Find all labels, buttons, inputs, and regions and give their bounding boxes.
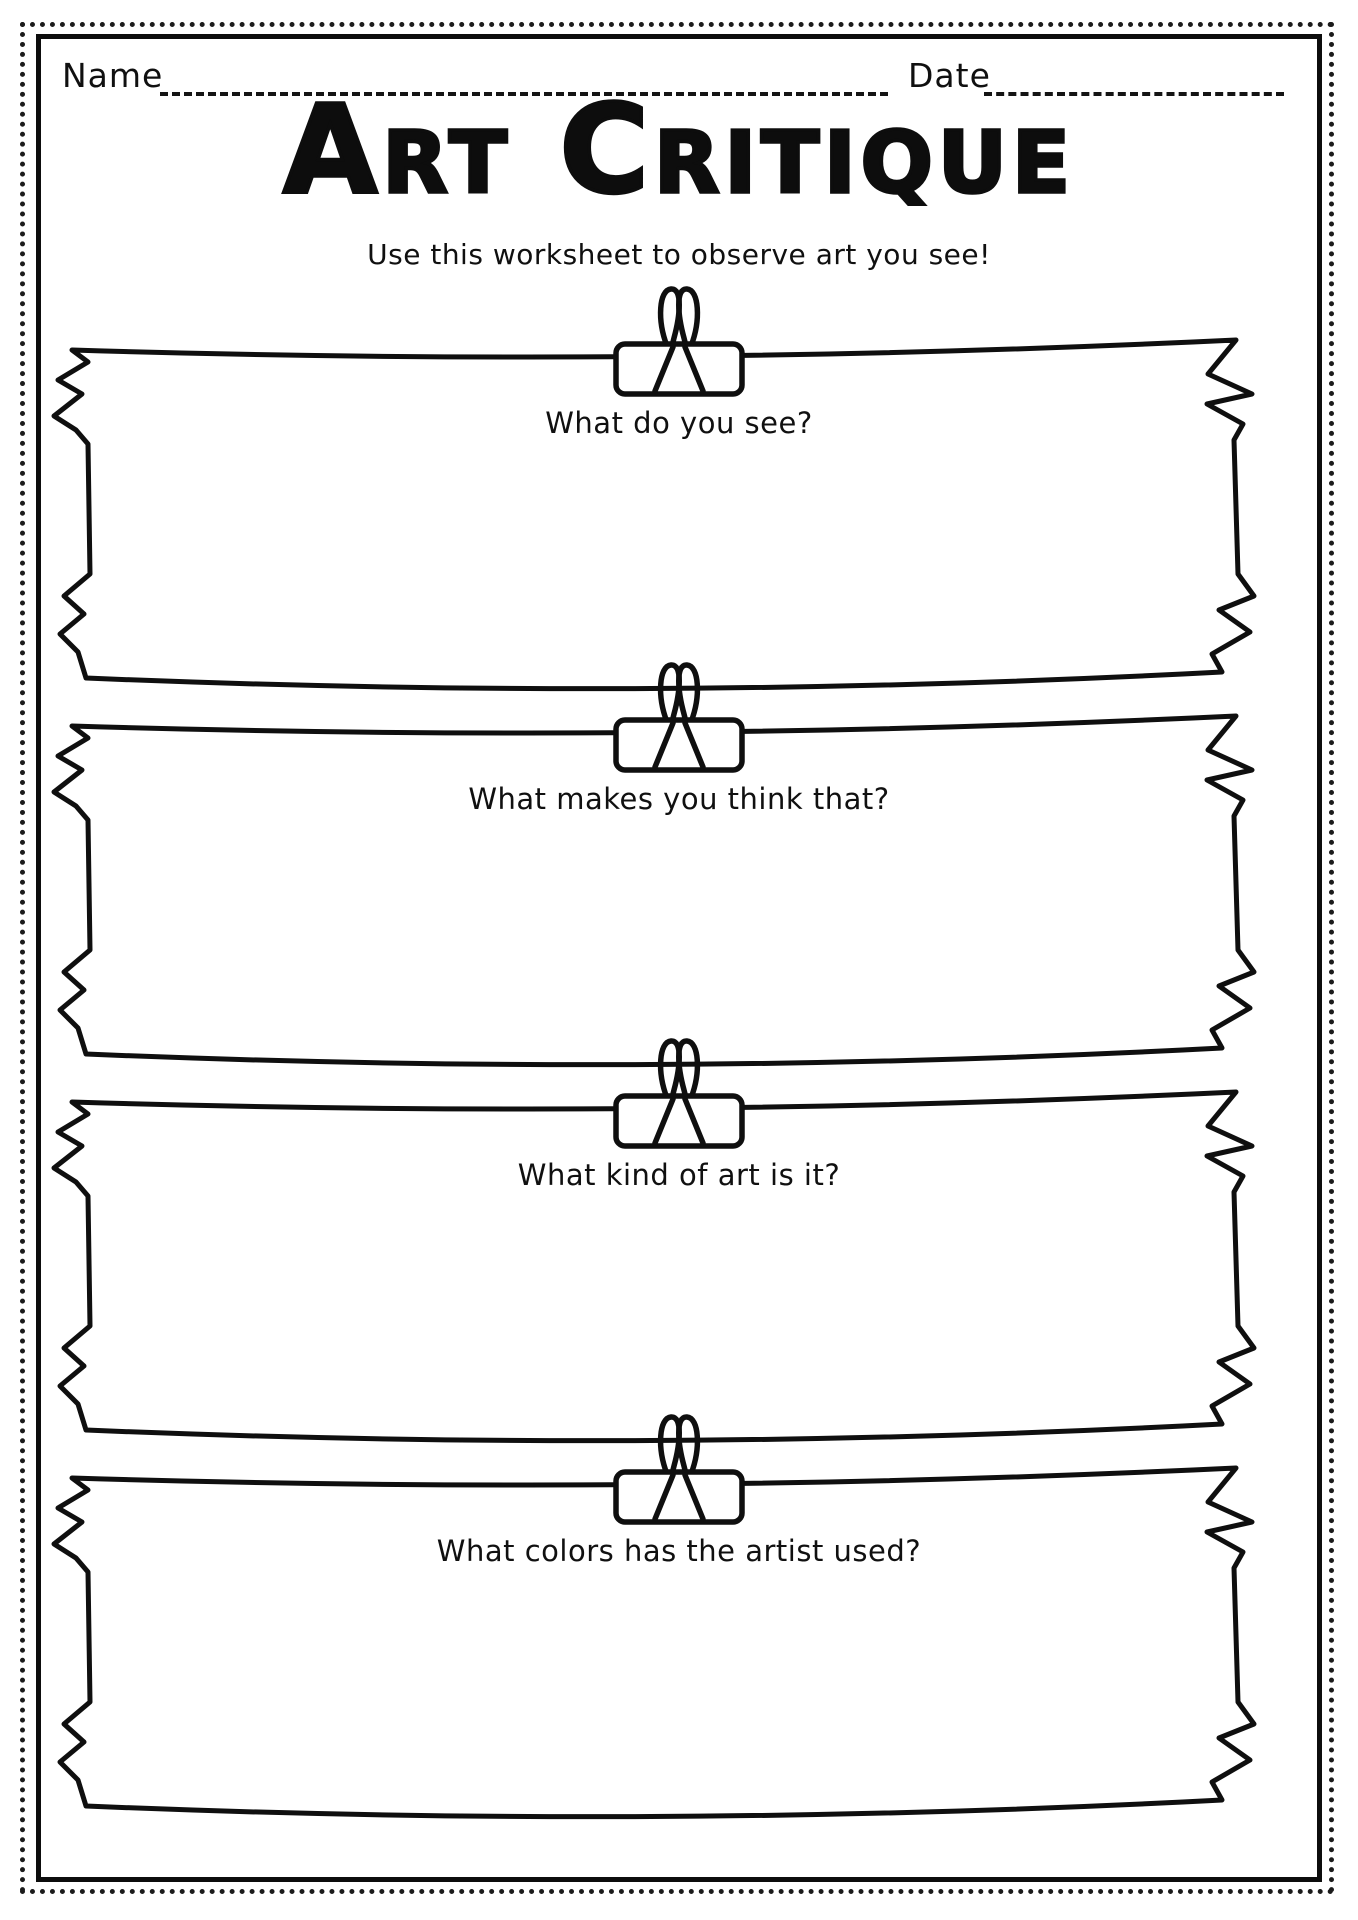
answer-area-3[interactable] <box>120 1210 1238 1410</box>
section-what-makes-you-think: What makes you think that? <box>0 664 1358 1124</box>
section-what-kind-of-art: What kind of art is it? <box>0 1040 1358 1500</box>
question-label: What makes you think that? <box>468 782 890 816</box>
question-label: What kind of art is it? <box>517 1158 841 1192</box>
binder-clip-icon <box>604 1034 754 1149</box>
name-label: Name <box>62 56 164 95</box>
date-label: Date <box>908 56 991 95</box>
section-what-do-you-see: What do you see? <box>0 288 1358 748</box>
question-label: What colors has the artist used? <box>436 1534 922 1568</box>
binder-clip-icon <box>604 1410 754 1525</box>
answer-area-1[interactable] <box>120 458 1238 658</box>
name-input-line[interactable] <box>160 56 888 96</box>
dotted-border <box>20 22 1334 1894</box>
answer-area-2[interactable] <box>120 834 1238 1034</box>
solid-border <box>36 34 1322 1882</box>
answer-area-4[interactable] <box>120 1586 1238 1786</box>
subtitle: Use this worksheet to observe art you se… <box>367 238 991 271</box>
question-label: What do you see? <box>545 406 813 440</box>
section-what-colors-used: What colors has the artist used? <box>0 1416 1358 1876</box>
date-input-line[interactable] <box>984 56 1284 96</box>
page-title: Art Critique <box>281 79 1076 221</box>
binder-clip-icon <box>604 282 754 397</box>
binder-clip-icon <box>604 658 754 773</box>
